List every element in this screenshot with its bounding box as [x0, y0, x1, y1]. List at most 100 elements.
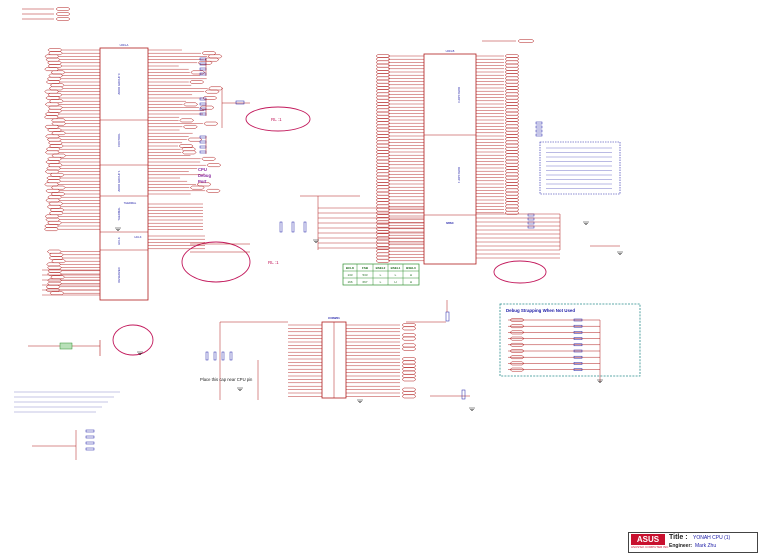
- header-flag: [401, 343, 417, 348]
- right-right-flag: [504, 73, 520, 78]
- freq-table-cell: H: [394, 280, 396, 284]
- header-flag: [401, 367, 417, 372]
- resistor: [573, 324, 583, 328]
- right-left-flag: [375, 207, 391, 212]
- debug-strap-box: [499, 303, 641, 377]
- right-right-flag: [504, 86, 520, 90]
- right-right-flag: [504, 70, 520, 74]
- right-right-flag: [504, 178, 520, 183]
- right-right-flag: [504, 76, 520, 81]
- cpu-right-flag: [201, 51, 217, 56]
- right-left-flag: [375, 60, 391, 65]
- freq-table-cell: 533: [362, 273, 367, 277]
- cpu-right-flag: [189, 80, 205, 84]
- right-left-flag: [375, 140, 391, 145]
- right-left-flag: [375, 239, 391, 244]
- right-left-flag: [375, 130, 391, 135]
- resistor: [199, 67, 207, 71]
- right-left-flag: [375, 95, 391, 100]
- right-left-flag: [375, 124, 391, 129]
- right-left-flag: [375, 73, 391, 78]
- right-right-flag: [504, 172, 520, 177]
- right-left-flag: [375, 76, 391, 81]
- cpu-pin-flag: [47, 48, 63, 52]
- cpu-section-label: CONTROL: [117, 133, 121, 147]
- capacitor: [213, 351, 217, 361]
- cpu-pin-flag: [49, 291, 65, 296]
- resistor: [199, 62, 207, 66]
- right-right-flag: [504, 150, 520, 154]
- right-left-flag: [375, 111, 391, 116]
- resistor: [573, 318, 583, 322]
- resistor: [85, 441, 95, 445]
- cpu-right-flag: [183, 102, 199, 107]
- right-left-flag: [375, 114, 391, 119]
- right-left-flag: [375, 98, 391, 103]
- engineer-value: Mark Zhu: [695, 543, 717, 549]
- right-left-flag: [375, 159, 391, 164]
- right-left-flag: [375, 242, 391, 247]
- right-left-flag: [375, 249, 391, 254]
- right-right-flag: [504, 191, 520, 196]
- right-left-flag: [375, 118, 391, 122]
- resistor: [535, 133, 543, 137]
- capacitor: [221, 351, 225, 361]
- cpu-section-label: HCLK: [117, 237, 121, 245]
- header-flag: [401, 370, 417, 375]
- right-left-flag: [375, 54, 391, 58]
- right-left-flag: [375, 162, 391, 167]
- right-left-flag: [375, 258, 391, 263]
- right-left-flag: [375, 92, 391, 97]
- capacitor: [229, 351, 233, 361]
- right-left-flag: [375, 201, 391, 206]
- right-right-flag: [504, 118, 520, 122]
- right-right-flag: [504, 66, 520, 71]
- cpu-pin-flag: [47, 268, 63, 273]
- strap-flag: [509, 318, 525, 322]
- cpu-right-flag: [207, 54, 223, 59]
- right-right-flag: [504, 210, 520, 215]
- cpu-pin-flag: [46, 166, 62, 171]
- right-right-flag: [504, 198, 520, 202]
- right-left-flag: [375, 150, 391, 154]
- header-flag: [401, 377, 417, 382]
- cpu-pin-flag: [49, 83, 65, 88]
- cpu-pin-flag: [47, 220, 63, 225]
- debug-port-label: CPU: [198, 167, 207, 172]
- cpu-section-label: THERMAL: [117, 207, 121, 221]
- cpu-section-label: ADDR GROUP 0: [117, 73, 121, 95]
- misc-label: MISC: [446, 221, 454, 225]
- cpu-pin-flag: [46, 176, 62, 180]
- freq-table-cell: L: [395, 273, 397, 277]
- right-right-flag: [504, 162, 520, 167]
- right-left-flag: [375, 89, 391, 94]
- resistor: [199, 140, 207, 144]
- right-left-flag: [375, 198, 391, 202]
- resistor: [199, 135, 207, 139]
- right-right-flag: [504, 159, 520, 164]
- cpu-pin-flag: [47, 156, 62, 161]
- right-left-flag: [375, 223, 391, 228]
- cpu-pin-flag: [46, 179, 62, 184]
- cpu-pin-flag: [46, 262, 61, 267]
- right-left-flag: [375, 255, 391, 260]
- cpu-block-right: [423, 53, 477, 265]
- resistor: [527, 225, 535, 229]
- strap-flag: [509, 349, 525, 353]
- cpu-pin-flag: [44, 89, 60, 94]
- right-right-flag: [504, 124, 520, 129]
- cpu-pin-flag: [44, 102, 60, 107]
- cpu-pin-flag: [44, 124, 60, 129]
- cpu-pin-flag: [45, 96, 61, 100]
- right-right-flag: [504, 175, 520, 180]
- cpu-pin-flag: [50, 275, 66, 280]
- header-flag: [401, 336, 417, 341]
- resistor: [573, 349, 583, 353]
- right-right-flag: [504, 143, 520, 148]
- right-left-flag: [375, 153, 391, 158]
- right-right-flag: [504, 194, 520, 199]
- strap-flag: [509, 330, 525, 335]
- cpu-pin-flag: [45, 284, 61, 289]
- fuse: [59, 342, 73, 350]
